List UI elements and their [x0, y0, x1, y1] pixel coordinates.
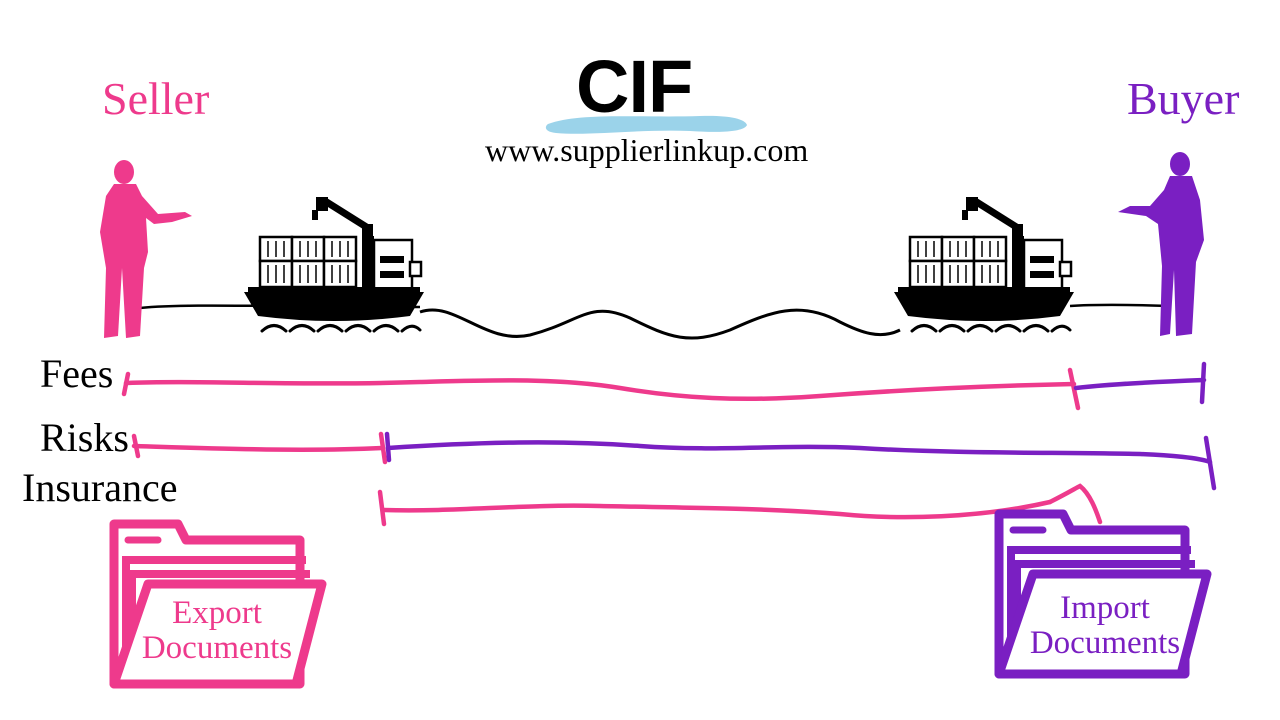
website-url: www.supplierlinkup.com — [485, 132, 809, 168]
risks-line — [131, 431, 1217, 491]
import-label-line2: Documents — [1029, 624, 1181, 661]
seller-label: Seller — [102, 73, 210, 124]
sea-route-line — [419, 308, 901, 340]
export-label-line2: Documents — [141, 629, 293, 666]
fees-line — [121, 361, 1207, 411]
import-documents-label: Import Documents — [1005, 591, 1205, 661]
cargo-ship-icon — [894, 197, 1074, 331]
cargo-ship-icon — [244, 197, 424, 331]
export-label-line1: Export — [172, 595, 262, 631]
page-title: CIF — [576, 45, 693, 128]
title-highlight — [545, 115, 747, 134]
import-label-line1: Import — [1060, 590, 1150, 626]
insurance-line — [377, 483, 1103, 527]
risks-label: Risks — [40, 415, 129, 460]
export-documents-label: Export Documents — [117, 596, 317, 666]
buyer-person-icon — [1118, 152, 1204, 336]
seller-person-icon — [100, 160, 192, 338]
fees-label: Fees — [40, 351, 114, 396]
buyer-label: Buyer — [1127, 73, 1240, 124]
insurance-label: Insurance — [22, 465, 178, 510]
